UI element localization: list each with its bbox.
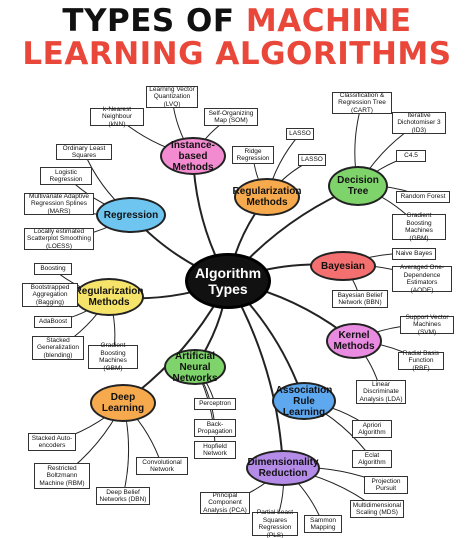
leaf-projection-pursuit: Projection Pursuit — [364, 476, 408, 494]
leaf-sammon: Sammon Mapping — [304, 515, 342, 533]
leaf-id3: Iterative Dichotomiser 3 (ID3) — [392, 112, 446, 134]
leaf-bagging: Bootstrapped Aggregation (Bagging) — [22, 283, 78, 307]
center-hub: Algorithm Types — [185, 253, 271, 309]
hub-dimensionality: Dimensionality Reduction — [246, 450, 320, 486]
leaf-naive-bayes: Naive Bayes — [392, 248, 436, 260]
leaf-lasso-2: LASSO — [298, 154, 326, 166]
leaf-ridge: Ridge Regression — [232, 146, 274, 164]
hub-bayesian: Bayesian — [310, 251, 376, 281]
leaf-cart: Classification & Regression Tree (CART) — [332, 92, 392, 114]
leaf-lvq: Learning Vector Quantization (LVQ) — [146, 86, 198, 108]
leaf-c45: C4.5 — [396, 150, 426, 162]
leaf-loess: Locally estimated Scatterplot Smoothing … — [24, 228, 94, 250]
leaf-rbf: Radial Basis Function (RBF) — [398, 350, 444, 372]
leaf-pls: Partial Least Squares Regression (PLS) — [252, 509, 298, 538]
hub-regularization-top: Regularization Methods — [233, 178, 301, 216]
leaf-stacked-autoencoders: Stacked Auto-encoders — [28, 433, 76, 451]
leaf-bbn: Bayesian Belief Network (BBN) — [332, 290, 388, 308]
title-types-of: TYPES OF — [62, 3, 235, 39]
hub-deep-learning: Deep Learning — [90, 384, 156, 422]
hub-decision-tree: Decision Tree — [328, 166, 388, 206]
hub-regression: Regression — [96, 197, 166, 233]
leaf-mds: Multidimensional Scaling (MDS) — [350, 500, 404, 518]
leaf-convolutional: Convolutional Network — [136, 457, 188, 475]
leaf-aode: Averaged One-Dependence Estimators (AODE… — [392, 264, 452, 294]
leaf-mars: Multivariate Adaptive Regression Splines… — [24, 193, 94, 215]
leaf-adaboost: AdaBoost — [34, 316, 72, 328]
connector — [227, 280, 284, 469]
leaf-lasso-1: LASSO — [286, 128, 314, 140]
hub-regularization-left: Regularization Methods — [74, 278, 144, 316]
leaf-dbn: Deep Belief Networks (DBN) — [96, 487, 150, 505]
leaf-lda: Linear Discriminate Analysis (LDA) — [356, 380, 406, 404]
title-line-2: LEARNING ALGORITHMS — [22, 36, 452, 72]
leaf-eclat: Eclat Algorithm — [352, 450, 392, 468]
leaf-ols: Ordinary Least Squares — [56, 144, 112, 160]
leaf-backprop: Back-Propagation — [194, 419, 236, 437]
leaf-stacked-generalization: Stacked Generalization (blending) — [32, 336, 84, 360]
hub-ann: Artificial Neural Networks — [164, 349, 226, 385]
leaf-gbm-left: Gradient Boosting Machines (GBM) — [88, 342, 138, 372]
leaf-perceptron: Perceptron — [194, 398, 236, 410]
leaf-gbm-tree: Gradient Boosting Machines (GBM) — [392, 212, 446, 242]
leaf-som: Self-Organizing Map (SOM) — [204, 108, 258, 126]
leaf-knn: k-Nearest Neighbour (kNN) — [90, 106, 144, 128]
leaf-svm: Support Vector Machines (SVM) — [400, 314, 454, 336]
leaf-hopfield: Hopfield Network — [194, 441, 236, 459]
title-line-1: TYPES OF MACHINE — [0, 4, 474, 38]
leaf-random-forest: Random Forest — [396, 191, 450, 203]
leaf-boosting: Boosting — [34, 263, 72, 275]
hub-kernel: Kernel Methods — [326, 323, 382, 359]
leaf-apriori: Apriori Algorithm — [352, 420, 392, 438]
hub-association: Association Rule Learning — [272, 382, 336, 420]
hub-instance-based: Instance-based Methods — [160, 137, 226, 175]
leaf-logistic: Logistic Regression — [40, 167, 92, 185]
title-machine: MACHINE — [245, 3, 412, 39]
leaf-pca: Principal Component Analysis (PCA) — [200, 492, 250, 514]
leaf-rbm: Restricted Boltzmann Machine (RBM) — [34, 463, 90, 489]
